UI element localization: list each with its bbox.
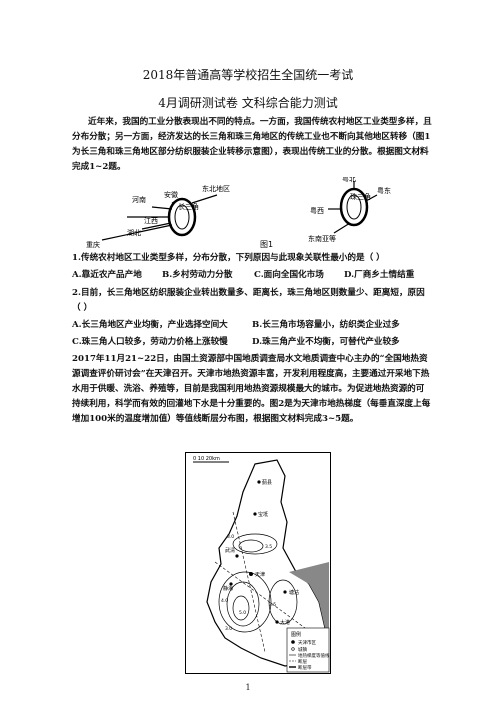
q1-options: A.靠近农产品产地 B.乡村劳动力分散 C.面向全国化市场 D.厂商乡土情结重 (72, 268, 432, 283)
label-chongqing: 重庆 (86, 240, 100, 249)
label-hubei: 湖北 (127, 228, 141, 237)
label-southeast-asia: 东南亚等 (308, 234, 336, 243)
center-label-right: 珠三角 (350, 192, 371, 201)
label-anhui: 安徽 (164, 190, 178, 199)
svg-text:地热梯度等值线: 地热梯度等值线 (298, 652, 330, 659)
q2-options-row2: C.珠三角人口较多，劳动力价格上涨较慢 D.珠三角产业不均衡，可替代产业较多 (72, 335, 432, 350)
svg-text:3.5: 3.5 (269, 602, 276, 608)
svg-text:断层带: 断层带 (298, 664, 312, 671)
svg-text:5.0: 5.0 (239, 610, 246, 616)
yangtze-delta-diagram (101, 194, 218, 241)
label-yuebei: 粤北 (342, 177, 356, 183)
q2-option-c[interactable]: C.珠三角人口较多，劳动力价格上涨较慢 (72, 337, 228, 347)
svg-text:天津市区: 天津市区 (298, 639, 316, 646)
svg-text:城镇: 城镇 (298, 646, 307, 653)
place-baodi: 宝坻 (258, 511, 268, 518)
label-jiangxi: 江西 (144, 217, 158, 225)
q2-stem: 2.目前，长三角地区纺织服装企业转出数量多、距离长，珠三角地区则数量少、距离短，… (72, 288, 425, 313)
q1-option-b[interactable]: B.乡村劳动力分散 (162, 270, 233, 280)
q2-option-d[interactable]: D.珠三角产业不均衡，可替代产业较多 (252, 337, 400, 347)
q2-option-b[interactable]: B.长三角市场容量小，纺织类企业过多 (252, 320, 400, 330)
place-dagang: 大港 (280, 619, 290, 626)
pearl-delta-diagram (328, 181, 378, 234)
svg-text:4.0: 4.0 (221, 598, 228, 604)
place-tanggu: 塘沽 (289, 589, 299, 596)
intro-paragraph: 近年来，我国的工业分散表现出不同的特点。一方面，我国传统农村地区工业类型多样，且… (72, 117, 432, 172)
paragraph-2: 2017年11月21~22日，由国土资源部中国地质调查局水文地质调查中心主办的“… (72, 354, 431, 424)
place-wuqing: 武清 (225, 547, 235, 554)
map-legend: 图例 天津市区 城镇 地热梯度等值线 断层 断层带 (286, 627, 330, 673)
svg-text:图例: 图例 (291, 631, 301, 638)
q1-option-d[interactable]: D.厂商乡土情结重 (344, 270, 415, 280)
page-number: 1 (245, 683, 251, 692)
label-yuexi: 粤西 (310, 206, 324, 215)
label-henan: 河南 (132, 195, 146, 204)
q1-stem: 1.传统农村地区工业类型多样，分布分散，下列原因与此现象关联性最小的是（ ） (72, 253, 385, 263)
svg-text:断层: 断层 (298, 658, 307, 665)
svg-text:3.0: 3.0 (225, 626, 232, 632)
svg-text:3.5: 3.5 (265, 544, 272, 550)
place-jinghai: 静海 (223, 585, 233, 592)
label-yuedong: 粤东 (377, 186, 391, 195)
figure-1-label: 图1 (260, 240, 273, 249)
figure-1: 长三角 河南 安徽 东北地区 江西 湖北 重庆 图1 珠三角 粤北 粤东 粤西 … (86, 177, 391, 249)
figure-2-map: 0 10 20km 蓟县 宝坻 武清 天津 静海 塘沽 大港 3.0 3.5 4… (185, 452, 331, 674)
page-subtitle: 4月调研测试卷 文科综合能力测试 (158, 96, 338, 110)
label-northeast: 东北地区 (202, 184, 230, 193)
q1-option-c[interactable]: C.面向全国化市场 (254, 270, 324, 280)
city-boundary (206, 459, 326, 667)
place-tianjin: 天津 (255, 571, 265, 578)
place-jixian: 蓟县 (262, 479, 272, 486)
q1-option-a[interactable]: A.靠近农产品产地 (72, 270, 142, 280)
scale-label: 0 10 20km (193, 456, 220, 462)
q2-options-row1: A.长三角地区产业均衡，产业选择空间大 B.长三角市场容量小，纺织类企业过多 (72, 318, 432, 333)
page-title: 2018年普通高等学校招生全国统一考试 (142, 68, 354, 82)
q2-option-a[interactable]: A.长三角地区产业均衡，产业选择空间大 (72, 320, 228, 330)
center-label: 长三角 (178, 202, 199, 211)
sea-area (289, 562, 329, 628)
svg-text:3.0: 3.0 (227, 534, 234, 540)
